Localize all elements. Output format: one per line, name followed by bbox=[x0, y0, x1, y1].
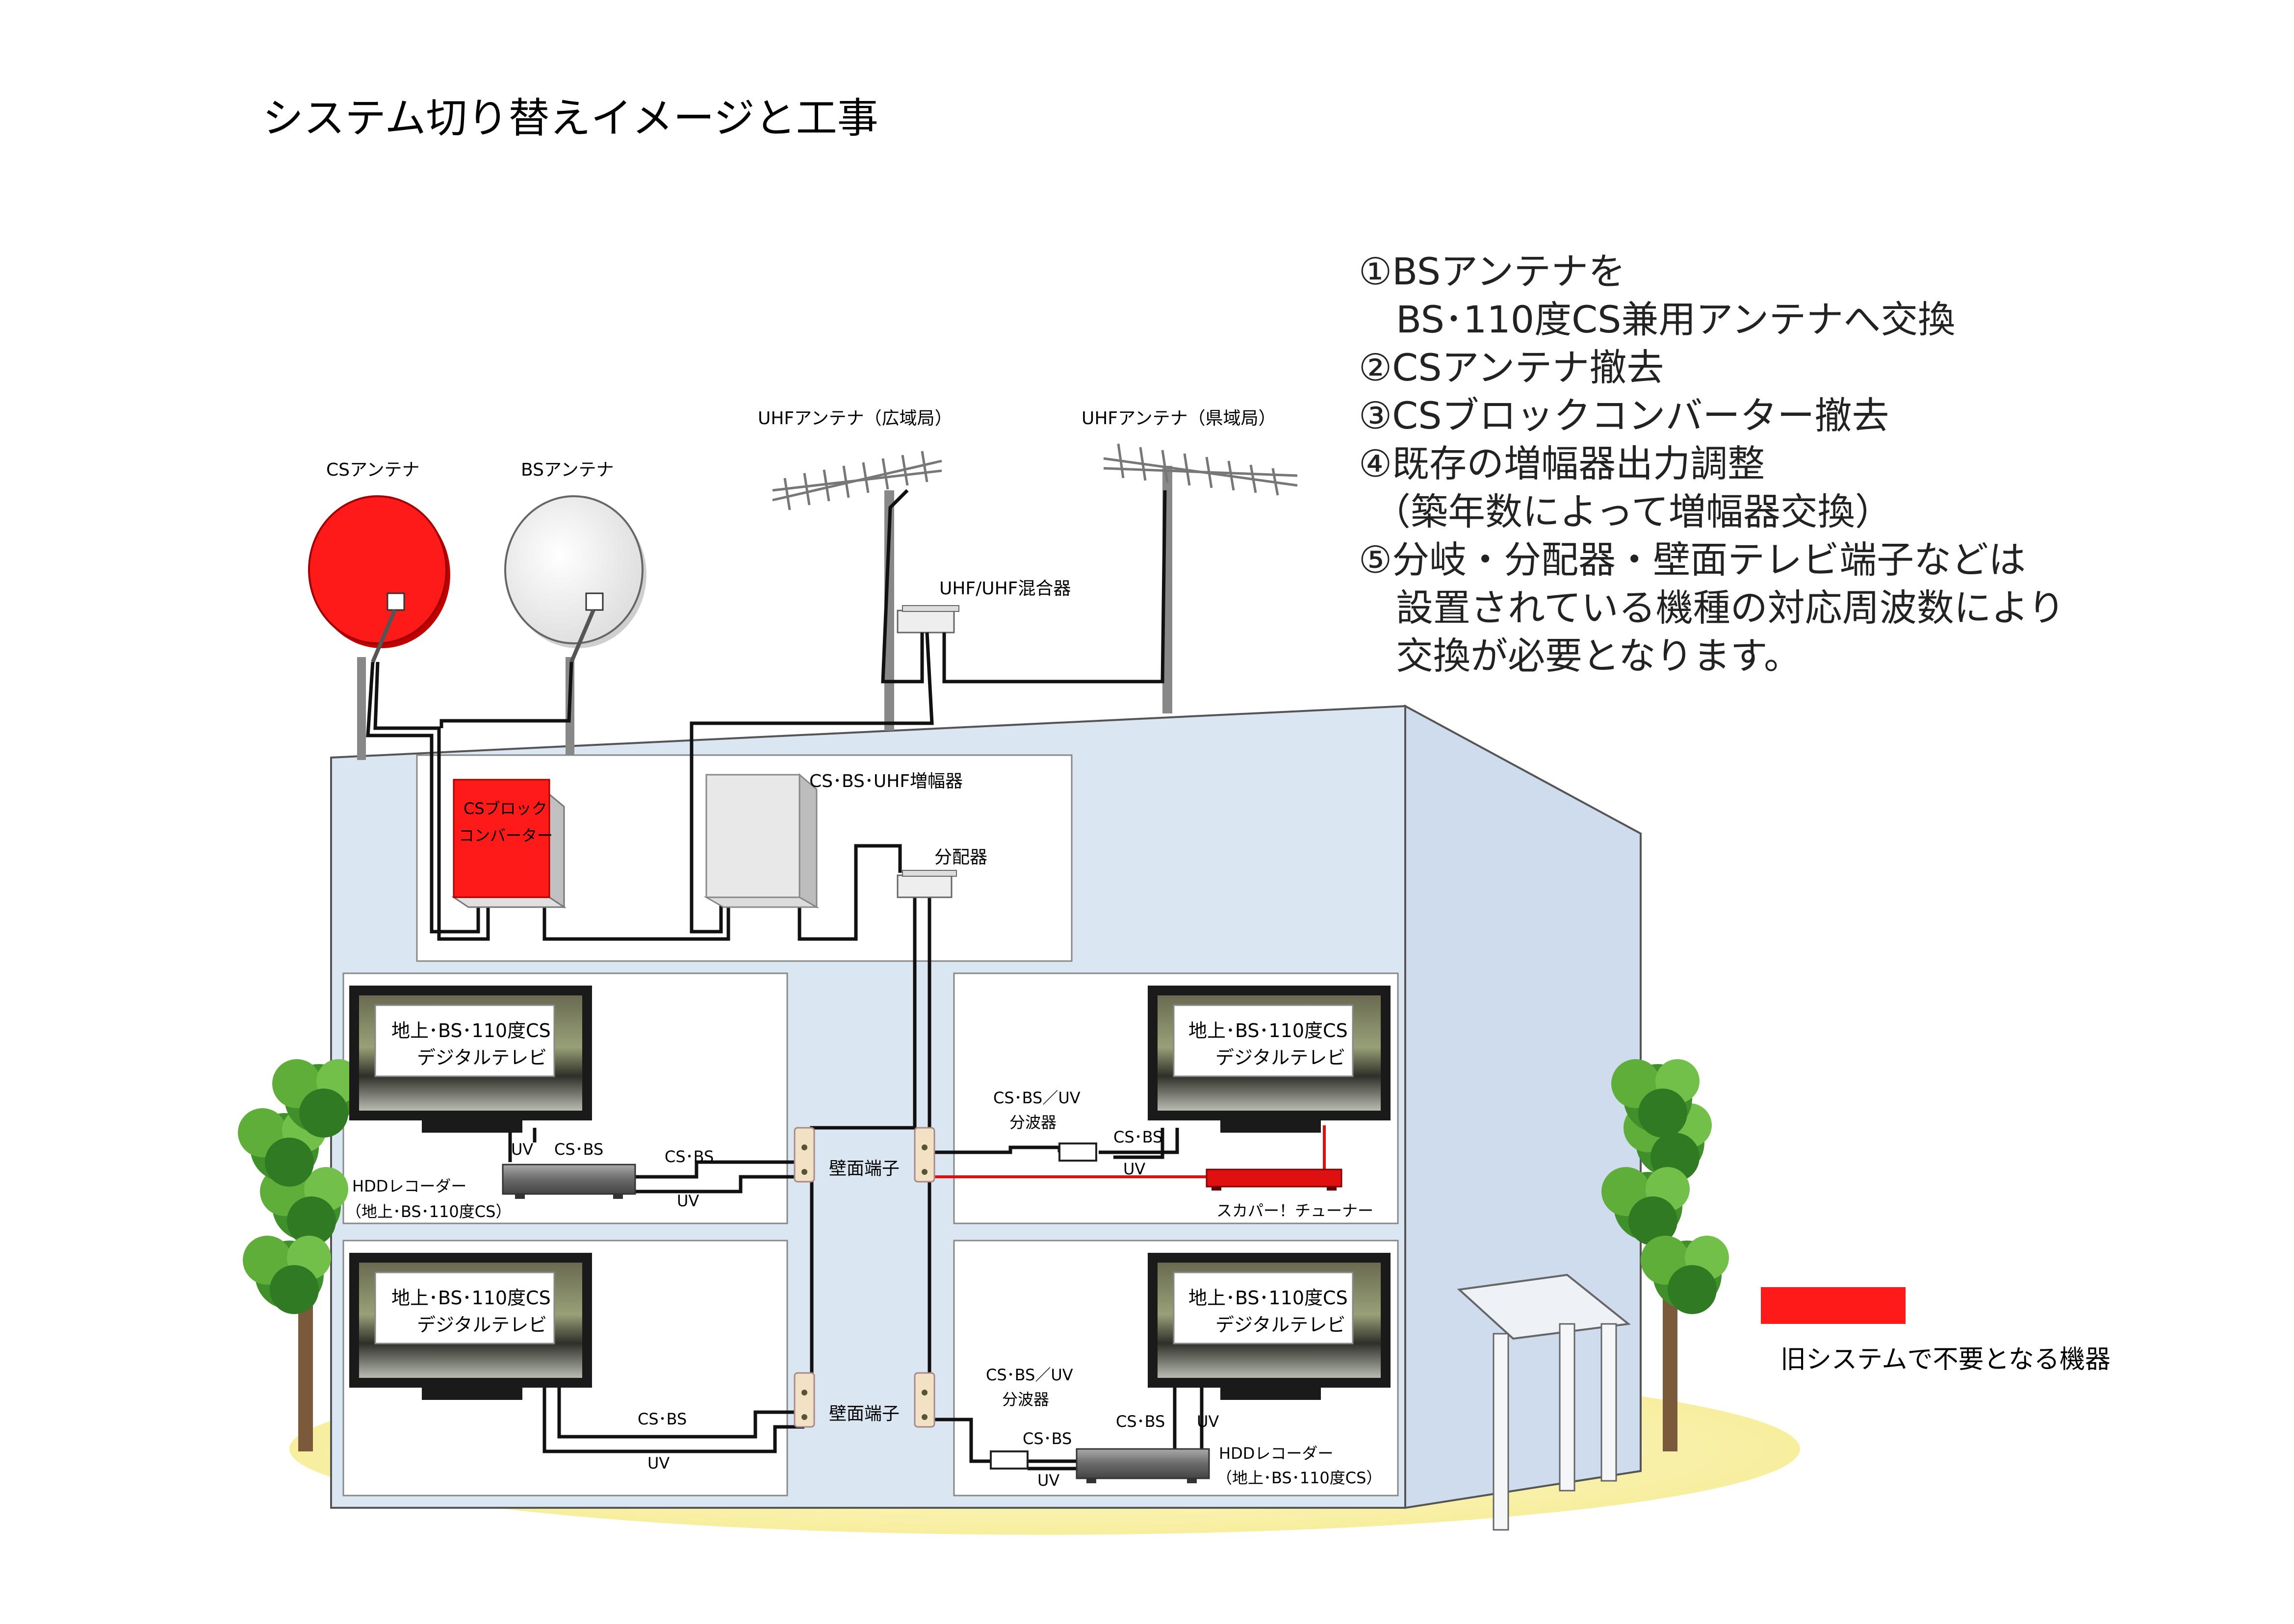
amplifier-icon bbox=[703, 773, 820, 909]
uhf-mixer-label: UHF/UHF混合器 bbox=[939, 579, 1071, 599]
bl-uv-label: UV bbox=[647, 1454, 670, 1472]
tv-icon bbox=[349, 986, 592, 1133]
br-splitter-label: 分波器 bbox=[1002, 1390, 1049, 1409]
bl-csbs-label: CS･BS bbox=[638, 1410, 687, 1428]
tv-label: 地上･BS･110度CS bbox=[1188, 1020, 1348, 1041]
note-line: ④既存の増幅器出力調整 bbox=[1359, 442, 1765, 485]
note-line: （築年数によって増幅器交換） bbox=[1373, 490, 1892, 533]
bs-dish-icon bbox=[504, 495, 646, 663]
cs-converter-icon bbox=[451, 779, 567, 909]
br-csbs-right-label: CS･BS bbox=[1116, 1412, 1165, 1431]
legend-swatch bbox=[1761, 1287, 1906, 1324]
splitter-icon bbox=[990, 1450, 1029, 1470]
work-notes: ①BSアンテナを BS･110度CS兼用アンテナへ交換 ②CSアンテナ撤去 ③C… bbox=[1359, 250, 2065, 678]
tl-uv-line: UV bbox=[677, 1192, 699, 1210]
amplifier-label: CS･BS･UHF増幅器 bbox=[809, 771, 963, 791]
tv-label: デジタルテレビ bbox=[1215, 1314, 1345, 1336]
note-line: ③CSブロックコンバーター撤去 bbox=[1359, 394, 1889, 437]
tv-label: デジタルテレビ bbox=[1215, 1047, 1345, 1068]
tv-icon bbox=[1148, 1253, 1391, 1400]
legend-label: 旧システムで不要となる機器 bbox=[1780, 1345, 2111, 1374]
tv-label: 地上･BS･110度CS bbox=[391, 1020, 551, 1041]
note-line: ⑤分岐・分配器・壁面テレビ端子などは bbox=[1359, 538, 2026, 582]
wall-terminal-icon bbox=[794, 1127, 935, 1428]
note-line: ①BSアンテナを bbox=[1359, 250, 1625, 293]
uhf-mixer-icon bbox=[897, 605, 959, 634]
cs-converter-label: コンバーター bbox=[459, 826, 553, 845]
tr-tuner-label: スカパー！チューナー bbox=[1216, 1201, 1373, 1220]
tr-uv-label: UV bbox=[1123, 1160, 1145, 1178]
bs-antenna-label: BSアンテナ bbox=[521, 460, 614, 480]
tr-splitter-label: CS･BS／UV bbox=[993, 1089, 1081, 1107]
cs-antenna-label: CSアンテナ bbox=[326, 460, 420, 480]
distributor-icon bbox=[897, 870, 957, 898]
br-recorder-label: HDDレコーダー bbox=[1219, 1444, 1333, 1463]
distributor-label: 分配器 bbox=[934, 847, 987, 867]
br-uv-left-label: UV bbox=[1037, 1471, 1059, 1490]
uhf-wide-antenna-icon bbox=[772, 451, 942, 510]
tl-uv-short: UV bbox=[511, 1140, 533, 1159]
cs-dish-icon bbox=[308, 495, 450, 663]
coax-cables bbox=[366, 489, 1204, 1471]
cs-mast bbox=[357, 657, 366, 760]
br-splitter-label: CS･BS／UV bbox=[986, 1366, 1073, 1384]
tv-label: 地上･BS･110度CS bbox=[391, 1287, 551, 1309]
uhf-pref-antenna-icon bbox=[1103, 443, 1298, 496]
note-line: ②CSアンテナ撤去 bbox=[1359, 346, 1664, 389]
cs-converter-label: CSブロック bbox=[464, 799, 547, 818]
note-line: 交換が必要となります。 bbox=[1359, 634, 1801, 678]
tl-csbs-line: CS･BS bbox=[665, 1147, 714, 1166]
br-recorder-label: （地上･BS･110度CS） bbox=[1216, 1469, 1382, 1487]
tv-icon bbox=[349, 1253, 592, 1400]
wall-terminal-label: 壁面端子 bbox=[829, 1404, 900, 1424]
tr-csbs-label: CS･BS bbox=[1113, 1128, 1162, 1146]
note-line: 設置されている機種の対応周波数により bbox=[1359, 586, 2065, 630]
uhf-pref-label: UHFアンテナ（県域局） bbox=[1082, 408, 1276, 429]
hdd-recorder-icon bbox=[1076, 1448, 1210, 1483]
uhf-wide-label: UHFアンテナ（広域局） bbox=[758, 408, 953, 429]
wall-terminal-label: 壁面端子 bbox=[829, 1159, 900, 1179]
splitter-icon bbox=[1058, 1142, 1097, 1162]
tree-left bbox=[238, 1059, 361, 1451]
tr-splitter-label: 分波器 bbox=[1009, 1113, 1057, 1132]
hdd-recorder-icon bbox=[502, 1164, 636, 1199]
entrance-shelter bbox=[1457, 1273, 1631, 1531]
tv-label: デジタルテレビ bbox=[417, 1047, 547, 1068]
tv-label: デジタルテレビ bbox=[417, 1314, 547, 1336]
tl-recorder-label: （地上･BS･110度CS） bbox=[346, 1202, 511, 1221]
tv-label: 地上･BS･110度CS bbox=[1188, 1287, 1348, 1309]
br-uv-right-label: UV bbox=[1197, 1412, 1219, 1431]
tl-csbs-short: CS･BS bbox=[554, 1140, 603, 1159]
br-csbs-left-label: CS･BS bbox=[1023, 1429, 1072, 1448]
tl-recorder-label: HDDレコーダー bbox=[352, 1177, 466, 1195]
tv-icon bbox=[1148, 986, 1391, 1133]
note-line: BS･110度CS兼用アンテナへ交換 bbox=[1359, 298, 1955, 341]
page-title: システム切り替えイメージと工事 bbox=[262, 94, 878, 142]
skyperfect-tuner-icon bbox=[1206, 1168, 1342, 1191]
tree-right bbox=[1601, 1059, 1729, 1451]
